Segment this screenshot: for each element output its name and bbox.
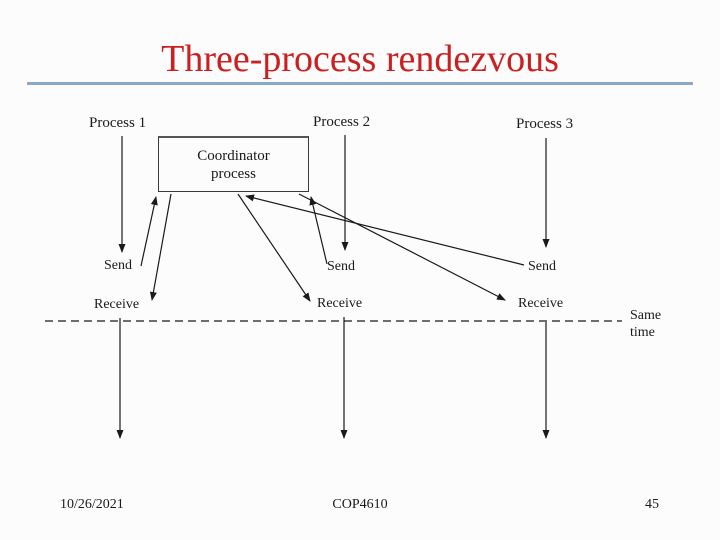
process1-receive-arrow (149, 193, 172, 301)
process1-send-label: Send (104, 258, 132, 273)
coordinator-process-box: Coordinator process (158, 136, 309, 192)
process3-send-label: Send (528, 259, 556, 274)
process2-send-arrow (309, 196, 328, 265)
page-title: Three-process rendezvous (161, 38, 559, 81)
same-time-label-line2: time (630, 325, 655, 340)
process3-label: Process 3 (516, 116, 574, 132)
footer-course-code: COP4610 (332, 497, 388, 512)
process1-label: Process 1 (89, 115, 147, 131)
title-divider-line (27, 82, 693, 85)
coordinator-box-line1: Coordinator (197, 147, 270, 164)
process2-receive-arrow (237, 193, 311, 302)
same-time-label-line1: Same (630, 308, 662, 323)
process3-receive-label: Receive (518, 296, 564, 311)
footer-date: 10/26/2021 (60, 497, 124, 512)
process3-receive-arrow (298, 193, 506, 301)
process2-label: Process 2 (313, 114, 371, 130)
process3-send-arrow (245, 194, 525, 266)
process1-receive-label: Receive (94, 297, 140, 312)
coordinator-box-line2: process (211, 165, 256, 182)
footer-page-number: 45 (645, 497, 659, 512)
process1-send-arrow (140, 196, 158, 267)
process2-send-label: Send (327, 259, 355, 274)
process2-receive-label: Receive (317, 296, 363, 311)
